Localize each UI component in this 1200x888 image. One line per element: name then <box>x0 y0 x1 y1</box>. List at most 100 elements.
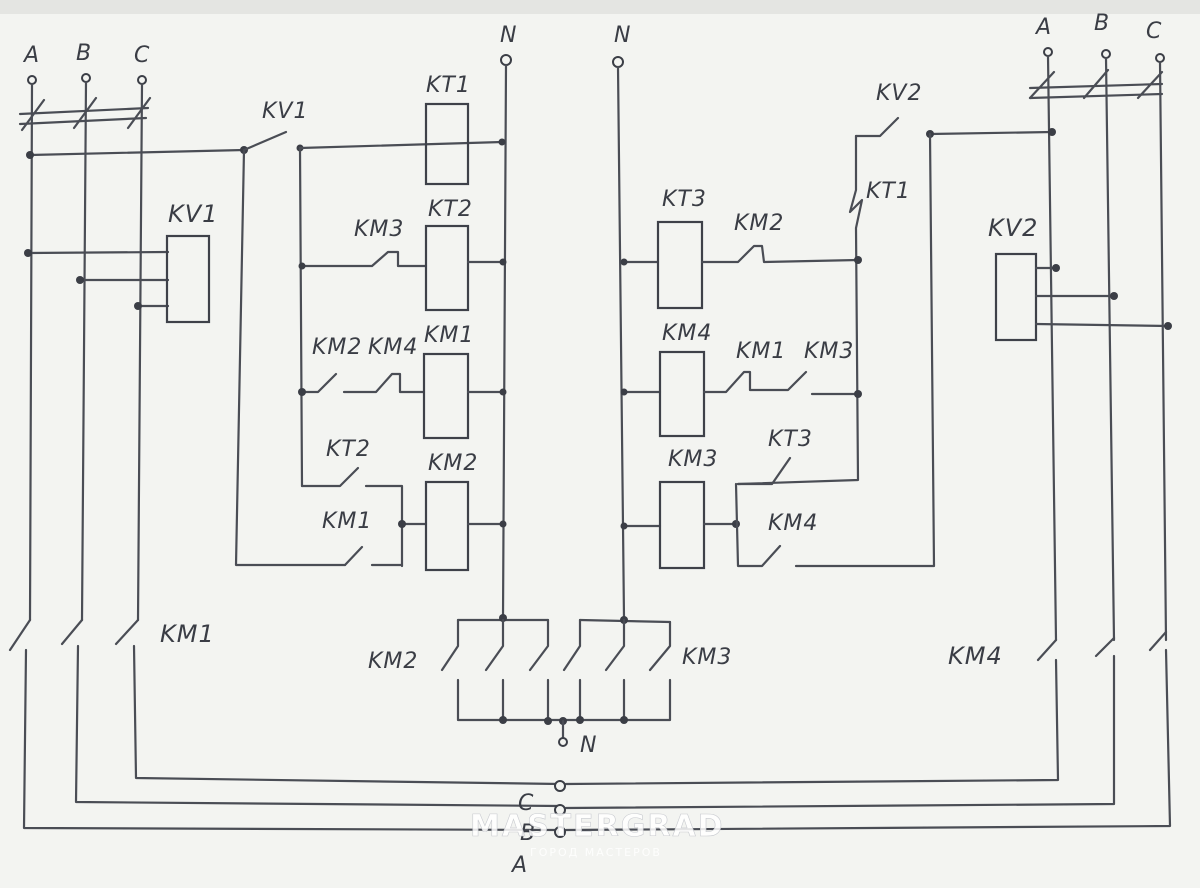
label-kt1-contact: KT1 <box>866 179 911 204</box>
neutral-right-terminal <box>612 56 624 68</box>
right-output-a-line <box>564 658 1060 786</box>
watermark-subtitle: ГОРОД МАСТЕРОВ <box>530 846 662 859</box>
label-neutral-right: N <box>614 23 631 48</box>
kt1-coil <box>424 102 470 186</box>
label-kv1-contact: KV1 <box>262 99 308 124</box>
right-breaker-switches <box>1028 68 1164 100</box>
label-km1-main: KM1 <box>160 620 215 648</box>
left-phase-a-line <box>28 82 34 622</box>
label-right-phase-c: C <box>1146 19 1162 44</box>
label-output-a: A <box>510 853 528 878</box>
paper-top-shadow <box>0 0 1200 14</box>
km2-nc-contact-right <box>700 244 860 264</box>
right-terminal-a <box>1043 47 1053 57</box>
label-km2-coil: KM2 <box>428 451 478 476</box>
output-n-terminal <box>558 737 568 747</box>
km4-contact-right <box>734 482 782 568</box>
watermark-title: MASTERGRAD <box>470 809 725 844</box>
kt3-contact-right <box>736 456 792 486</box>
neutral-left-terminal <box>500 54 512 66</box>
junction-right-a-top <box>1048 128 1056 136</box>
km1-n-junction <box>499 388 507 396</box>
label-output-b: B <box>520 821 536 846</box>
left-terminal-b <box>81 73 91 83</box>
km3-switch-3 <box>648 620 672 672</box>
km1-contact-left <box>343 545 404 567</box>
junction-kv2-a <box>1052 264 1060 272</box>
label-left-phase-a: A <box>22 43 40 68</box>
label-km4-coil: KM4 <box>662 321 712 346</box>
label-output-n: N <box>580 733 597 758</box>
wire-kv2-to-a <box>928 130 1054 136</box>
left-control-bus <box>298 146 304 488</box>
left-breaker-link <box>18 106 150 126</box>
label-km3-coil: KM3 <box>668 447 718 472</box>
bank-junction-4 <box>576 716 584 724</box>
label-kt2-coil: KT2 <box>428 197 473 222</box>
label-kv1-relay: KV1 <box>168 200 218 228</box>
right-output-b-line <box>564 654 1116 810</box>
km1-coil <box>422 352 470 440</box>
km2-n-junction <box>499 520 507 528</box>
km1-main-contacts <box>8 618 140 652</box>
km1-rung-junction <box>298 388 306 396</box>
output-b-line <box>74 644 562 808</box>
junction-kv2-c <box>1164 322 1172 330</box>
km3-n-junction <box>620 522 628 530</box>
label-left-phase-b: B <box>76 41 92 66</box>
km2-switch-2 <box>484 618 505 672</box>
kv1-contact-blade <box>242 130 288 152</box>
label-km4-main: KM4 <box>948 642 1003 670</box>
right-phase-b-line <box>1104 56 1116 642</box>
left-phase-b-line <box>80 80 88 622</box>
label-km1-contact-right: KM1 <box>736 339 786 364</box>
output-c-terminal <box>554 780 566 792</box>
kt1-n-junction <box>498 138 506 146</box>
junction-kv1-c <box>134 302 142 310</box>
kv2-relay-wire-c <box>1034 322 1170 328</box>
output-a-terminal <box>554 826 566 838</box>
km2-rung-junction <box>398 520 406 528</box>
bank-junction-5 <box>620 716 628 724</box>
left-phase-c-line <box>136 82 144 622</box>
kt3-rung-junction <box>854 256 862 264</box>
label-right-phase-a: A <box>1034 15 1052 40</box>
label-km2-contact-left: KM2 <box>312 335 362 360</box>
kt2-coil <box>424 224 470 312</box>
output-b-terminal <box>554 804 566 816</box>
km4-n-junction <box>620 388 628 396</box>
left-input-phases <box>18 73 152 622</box>
label-right-phase-b: B <box>1094 11 1110 36</box>
wire-a-to-kv1 <box>28 148 246 157</box>
right-phase-c-line <box>1158 60 1168 642</box>
contact-bank-risers <box>501 678 626 722</box>
junction-kv2-b <box>1110 292 1118 300</box>
label-kv2-relay: KV2 <box>988 214 1038 242</box>
label-kv2-contact: KV2 <box>876 81 922 106</box>
output-c-line <box>132 644 562 786</box>
km3-switch-1 <box>562 618 582 672</box>
km4-rung-junction <box>854 390 862 398</box>
junction-a-top <box>26 151 34 159</box>
km2-top-junction <box>499 614 507 622</box>
left-breaker-switches <box>20 96 152 132</box>
kt2-to-km2 <box>364 484 404 568</box>
kt3-n-junction <box>620 258 628 266</box>
bank-junction-1 <box>499 716 507 724</box>
right-terminal-c <box>1155 53 1165 63</box>
junction-kv1-b <box>76 276 84 284</box>
label-km3-contact-left: KM3 <box>354 217 404 242</box>
left-terminal-c <box>137 75 147 85</box>
kv1-relay-wire-a <box>26 250 170 255</box>
output-a-line <box>22 648 562 832</box>
label-kt3-coil: KT3 <box>662 187 707 212</box>
junction-kv1-a <box>24 249 32 257</box>
kt1-contact-right <box>736 134 864 486</box>
label-km2-main: KM2 <box>368 649 418 674</box>
right-input-phases <box>1028 47 1168 642</box>
km4-contact-left <box>342 372 426 394</box>
label-km4-contact-right: KM4 <box>768 511 818 536</box>
label-km1-coil: KM1 <box>424 323 474 348</box>
left-terminal-a <box>27 75 37 85</box>
right-terminal-b <box>1101 49 1111 59</box>
